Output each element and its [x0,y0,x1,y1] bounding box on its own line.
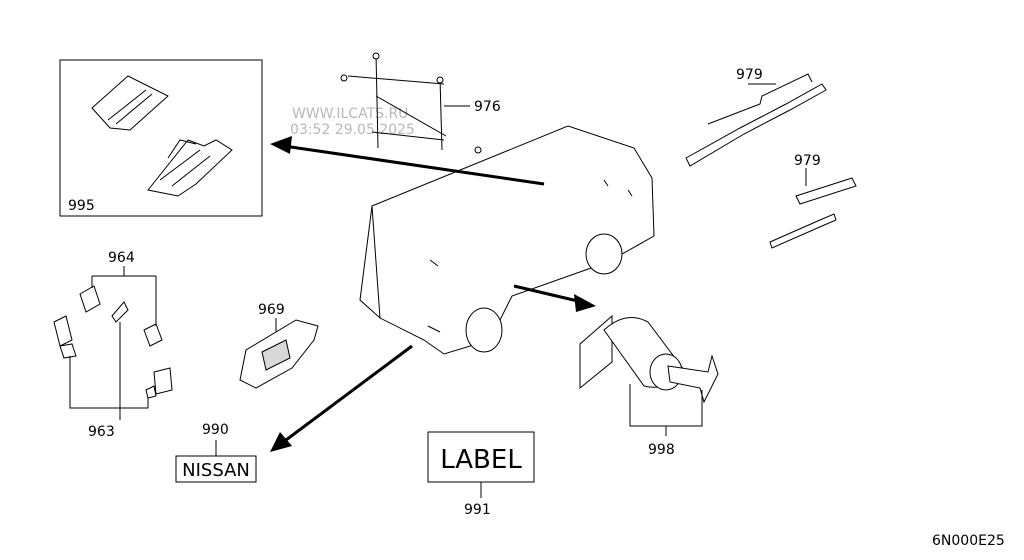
van-marks [427,179,633,333]
label-plate [427,431,535,483]
rack-bars [347,53,447,151]
part-963-clips[interactable]: 963 [53,315,173,440]
callout-976: 976 [474,99,501,115]
arrow-head-990 [270,432,292,452]
part-991-label[interactable]: LABEL 991 [427,431,535,518]
rack-joint [340,74,348,82]
rack-joint [436,76,444,84]
watermark-timestamp: 03:52 29.05.2025 [290,122,415,138]
arrow-to-990 [285,344,413,442]
van-front-wheel [465,307,503,353]
callout-963: 963 [88,424,115,440]
leader-963 [69,322,149,420]
pad-left [79,285,101,313]
tool-bag-folds [107,89,153,125]
van-rear-wheel [585,233,623,275]
van-body [359,125,655,355]
part-964-pads[interactable]: 964 [79,250,163,347]
watermark: WWW.ILCATS.RU 03:52 29.05.2025 [290,106,415,138]
part-976-rack[interactable]: 976 [340,52,501,154]
arrow-to-995 [283,144,545,186]
watermark-site: WWW.ILCATS.RU [292,106,408,122]
arrow-head-998 [574,294,596,312]
jack-shape [147,139,233,197]
stripe-upper-shape [685,83,827,167]
rack-joint [372,52,380,60]
stripe-upper-detail [707,73,813,125]
clip-right-tab [145,385,157,399]
callout-969: 969 [258,302,285,318]
pad-right [143,323,163,347]
jack-kit-box [59,59,263,217]
bracket-panel [261,339,291,371]
key-shape [667,354,719,404]
leader-964 [91,266,157,326]
callout-979-lower: 979 [794,153,821,169]
stripe-lower-top [795,177,857,205]
stripe-lower-shape [769,213,837,249]
arrow-head-995 [270,136,292,154]
pointer-arrows [270,136,596,452]
nissan-plate [175,455,257,483]
rack-joint [474,146,482,154]
part-979-stripe-lower[interactable]: 979 [769,153,857,249]
arrow-to-998 [513,284,583,304]
cylinder-gasket [579,314,613,390]
leader-998 [629,384,703,436]
callout-991: 991 [464,502,491,518]
van-front-edge [371,205,381,319]
jack-linkage [159,139,211,187]
part-995-jack-kit[interactable]: 995 [59,59,263,217]
nissan-text: NISSAN [182,460,250,481]
callout-990: 990 [202,422,229,438]
part-979-stripe-upper[interactable]: 979 [685,67,827,167]
callout-995: 995 [68,198,95,214]
pad-center [111,301,129,323]
callout-998: 998 [648,442,675,458]
label-text: LABEL [440,445,522,475]
part-969-bracket[interactable]: 969 [239,302,319,389]
clip-left [53,315,73,347]
part-998-key-cylinder[interactable]: 998 [579,314,719,458]
diagram-code: 6N000E25 [932,533,1005,549]
clip-right [153,367,173,395]
part-990-nissan-badge[interactable]: 990 NISSAN [175,422,257,483]
callout-979-upper: 979 [736,67,763,83]
clip-left-tab [59,343,77,359]
callout-964: 964 [108,250,135,266]
